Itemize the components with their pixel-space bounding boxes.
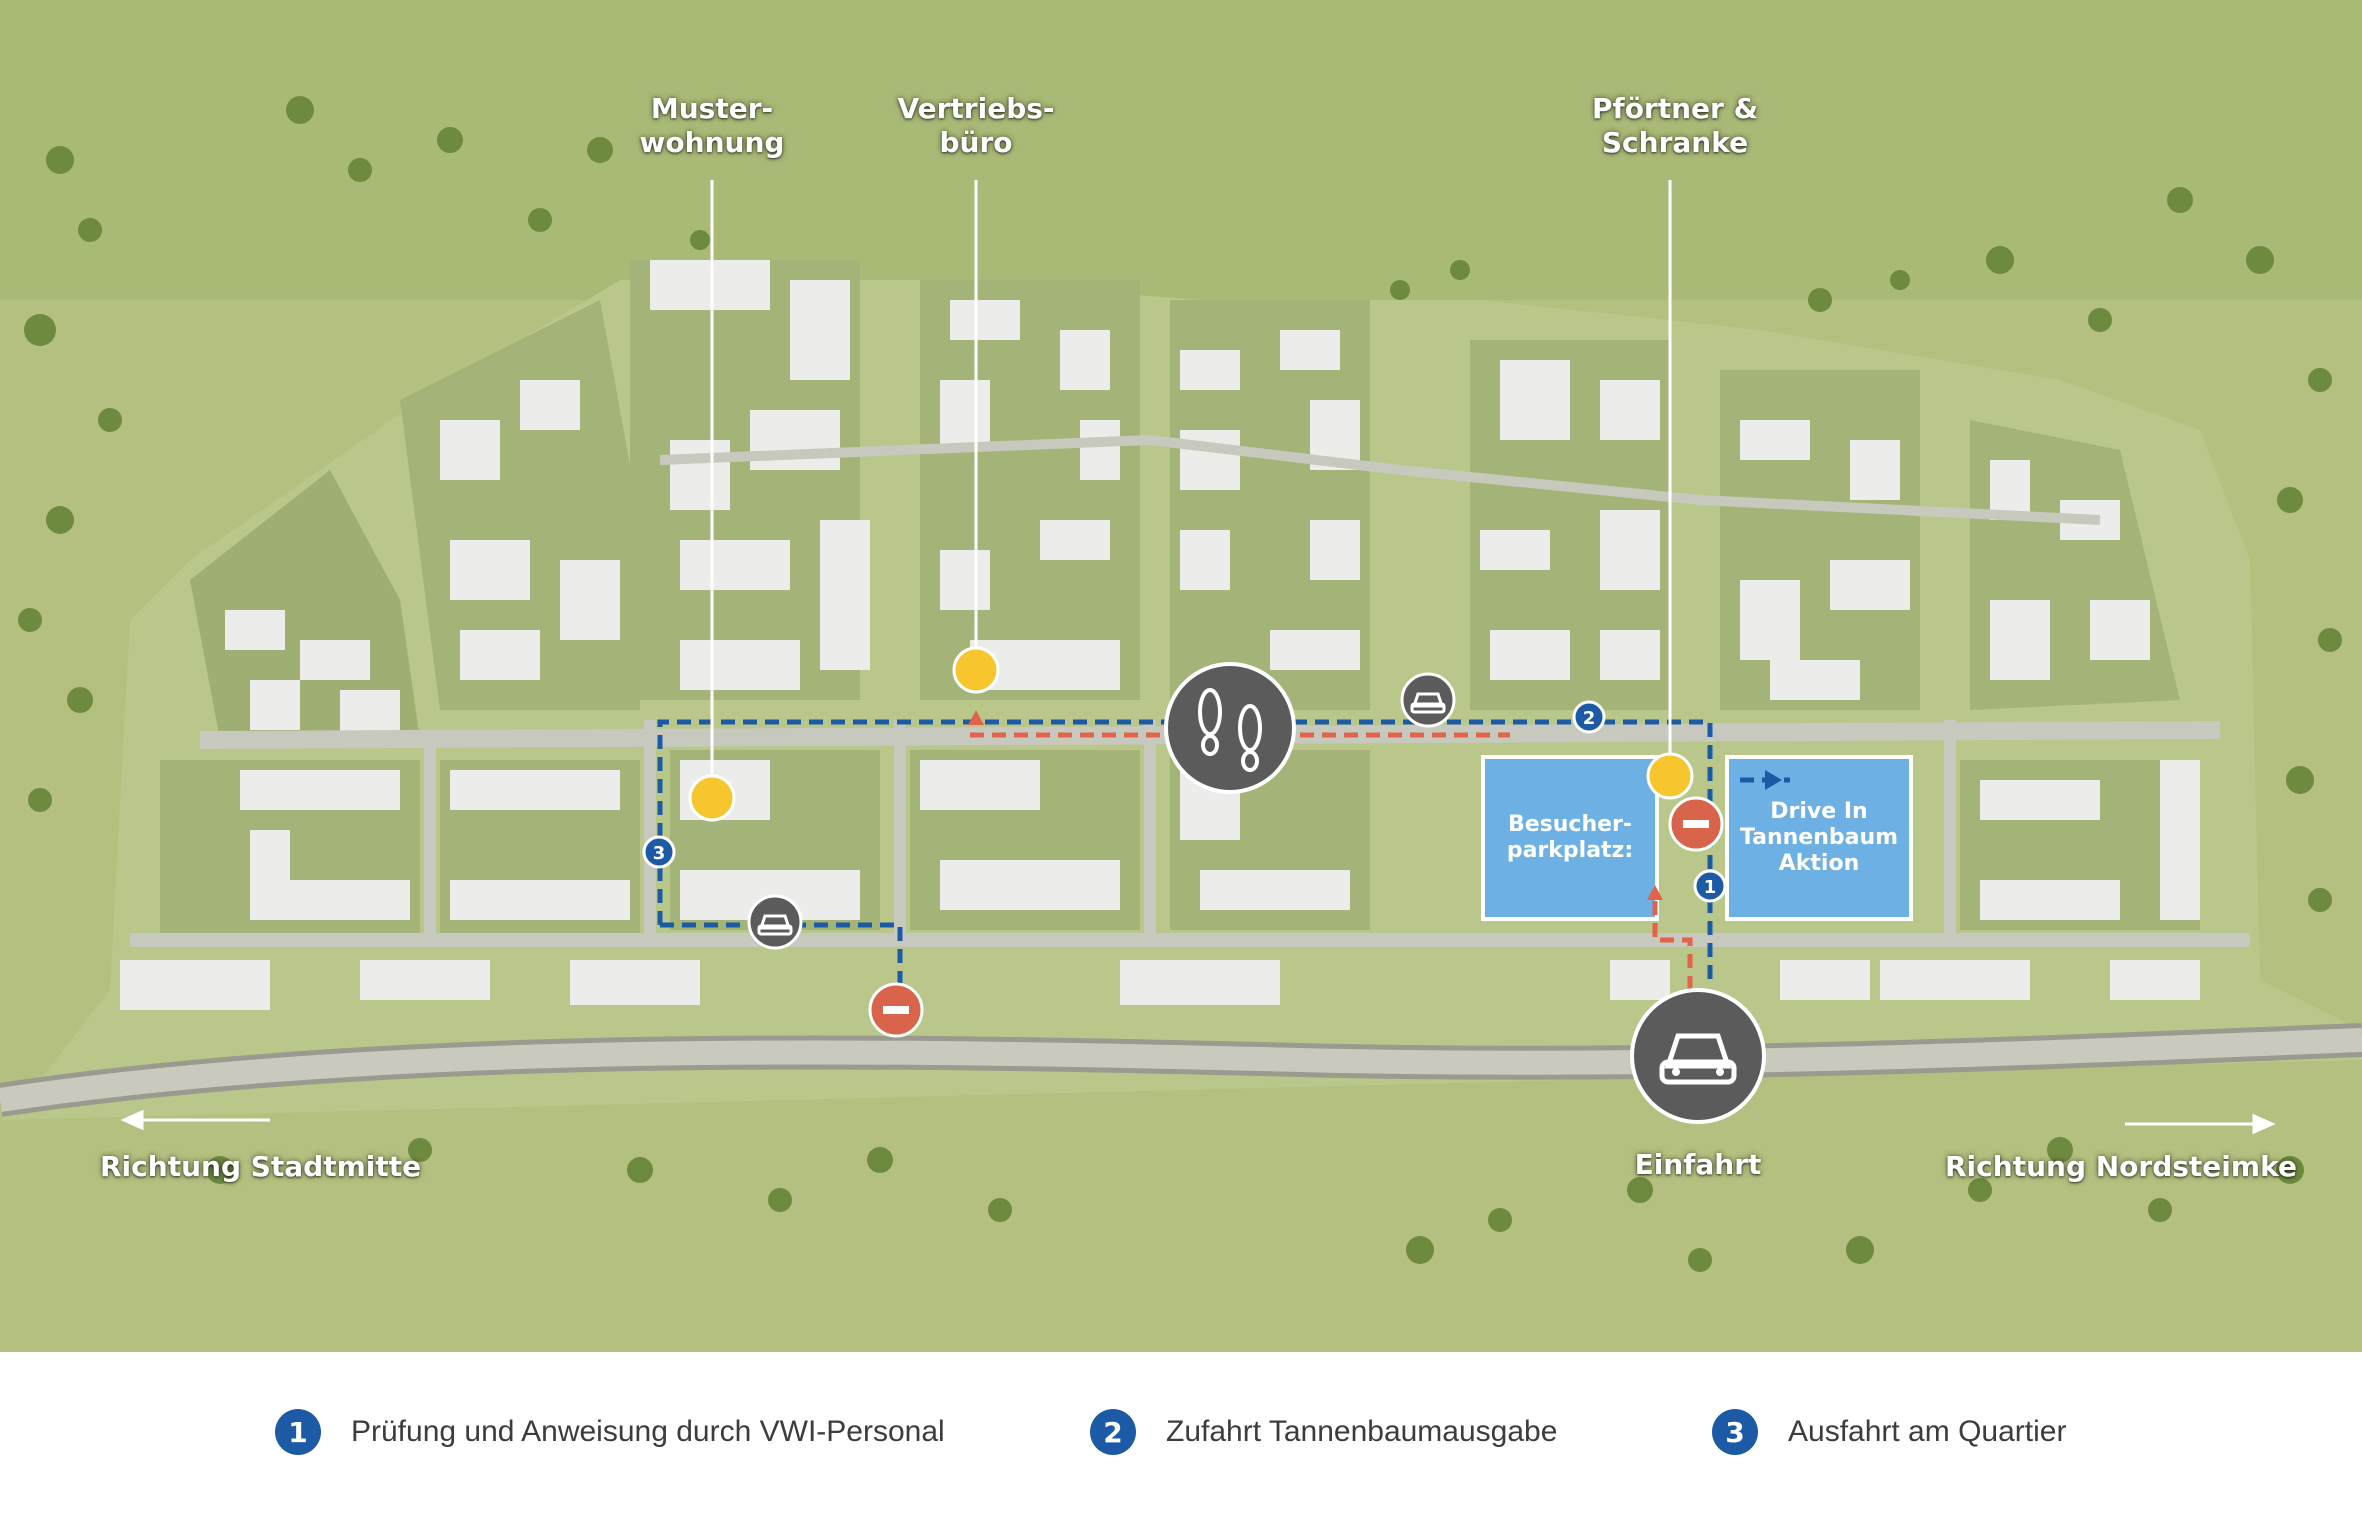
legend-item-2: 2 Zufahrt Tannenbaumausgabe [1090, 1407, 1557, 1457]
car-icon [1400, 672, 1456, 728]
arrow-red-parking [1647, 885, 1663, 900]
besucherparkplatz-zone [1481, 755, 1659, 921]
grass-band-top [0, 0, 2362, 300]
no-entry-icon [1668, 796, 1724, 852]
legend-badge-1: 1 [275, 1409, 321, 1455]
car-icon [747, 894, 803, 950]
route-marker-1-label: 1 [1704, 877, 1717, 898]
label-richtung-stadtmitte: Richtung Stadtmitte [100, 1150, 422, 1183]
block-north-1 [630, 260, 870, 700]
block-north-5 [1720, 370, 1920, 710]
arrow-right-nordsteimke [2125, 1113, 2276, 1135]
label-richtung-nordsteimke: Richtung Nordsteimke [1945, 1150, 2297, 1183]
block-north-4 [1470, 340, 1670, 710]
drive-in-zone [1725, 755, 1913, 921]
route-marker-3: 3 [642, 835, 676, 869]
arrow-blue-drive-in [1765, 770, 1782, 790]
legend-text-1: Prüfung und Anweisung durch VWI-Personal [351, 1415, 945, 1448]
callout-lines [710, 180, 1672, 798]
block-west-2 [400, 300, 640, 710]
legend-text-2: Zufahrt Tannenbaumausgabe [1166, 1415, 1558, 1448]
route-marker-1: 1 [1693, 869, 1727, 903]
arrow-left-stadtmitte [120, 1109, 270, 1131]
pedestrian-footprints-icon [1164, 662, 1296, 794]
pin-pfoertner [1646, 752, 1694, 800]
pin-musterwohnung [688, 774, 736, 822]
legend-item-3: 3 Ausfahrt am Quartier [1712, 1407, 2066, 1457]
legend: 1 Prüfung und Anweisung durch VWI-Person… [0, 1352, 2362, 1514]
tree-clusters [18, 96, 2342, 1272]
label-vertriebsbuero: Vertriebs-büro [897, 92, 1055, 159]
label-einfahrt: Einfahrt [1634, 1148, 1762, 1181]
label-pfoertner-schranke: Pförtner &Schranke [1591, 92, 1759, 159]
no-entry-icon [868, 982, 924, 1038]
block-north-6 [1970, 420, 2180, 710]
block-north-3 [1170, 300, 1370, 710]
label-musterwohnung: Muster-wohnung [639, 92, 785, 159]
legend-item-1: 1 Prüfung und Anweisung durch VWI-Person… [275, 1407, 945, 1457]
route-marker-2-label: 2 [1583, 708, 1596, 729]
legend-badge-3: 3 [1712, 1409, 1758, 1455]
legend-badge-2: 2 [1090, 1409, 1136, 1455]
block-north-2 [920, 280, 1140, 700]
route-marker-3-label: 3 [653, 843, 666, 864]
label-besucherparkplatz: Besucher-parkplatz: [1506, 812, 1634, 863]
pin-vertriebsbuero [952, 646, 1000, 694]
block-west-1 [190, 470, 420, 740]
site-map: 1 2 3 [0, 0, 2362, 1352]
car-icon [1630, 988, 1766, 1124]
legend-text-3: Ausfahrt am Quartier [1788, 1415, 2067, 1448]
route-marker-2: 2 [1572, 700, 1606, 734]
arrow-red-office [968, 710, 984, 725]
